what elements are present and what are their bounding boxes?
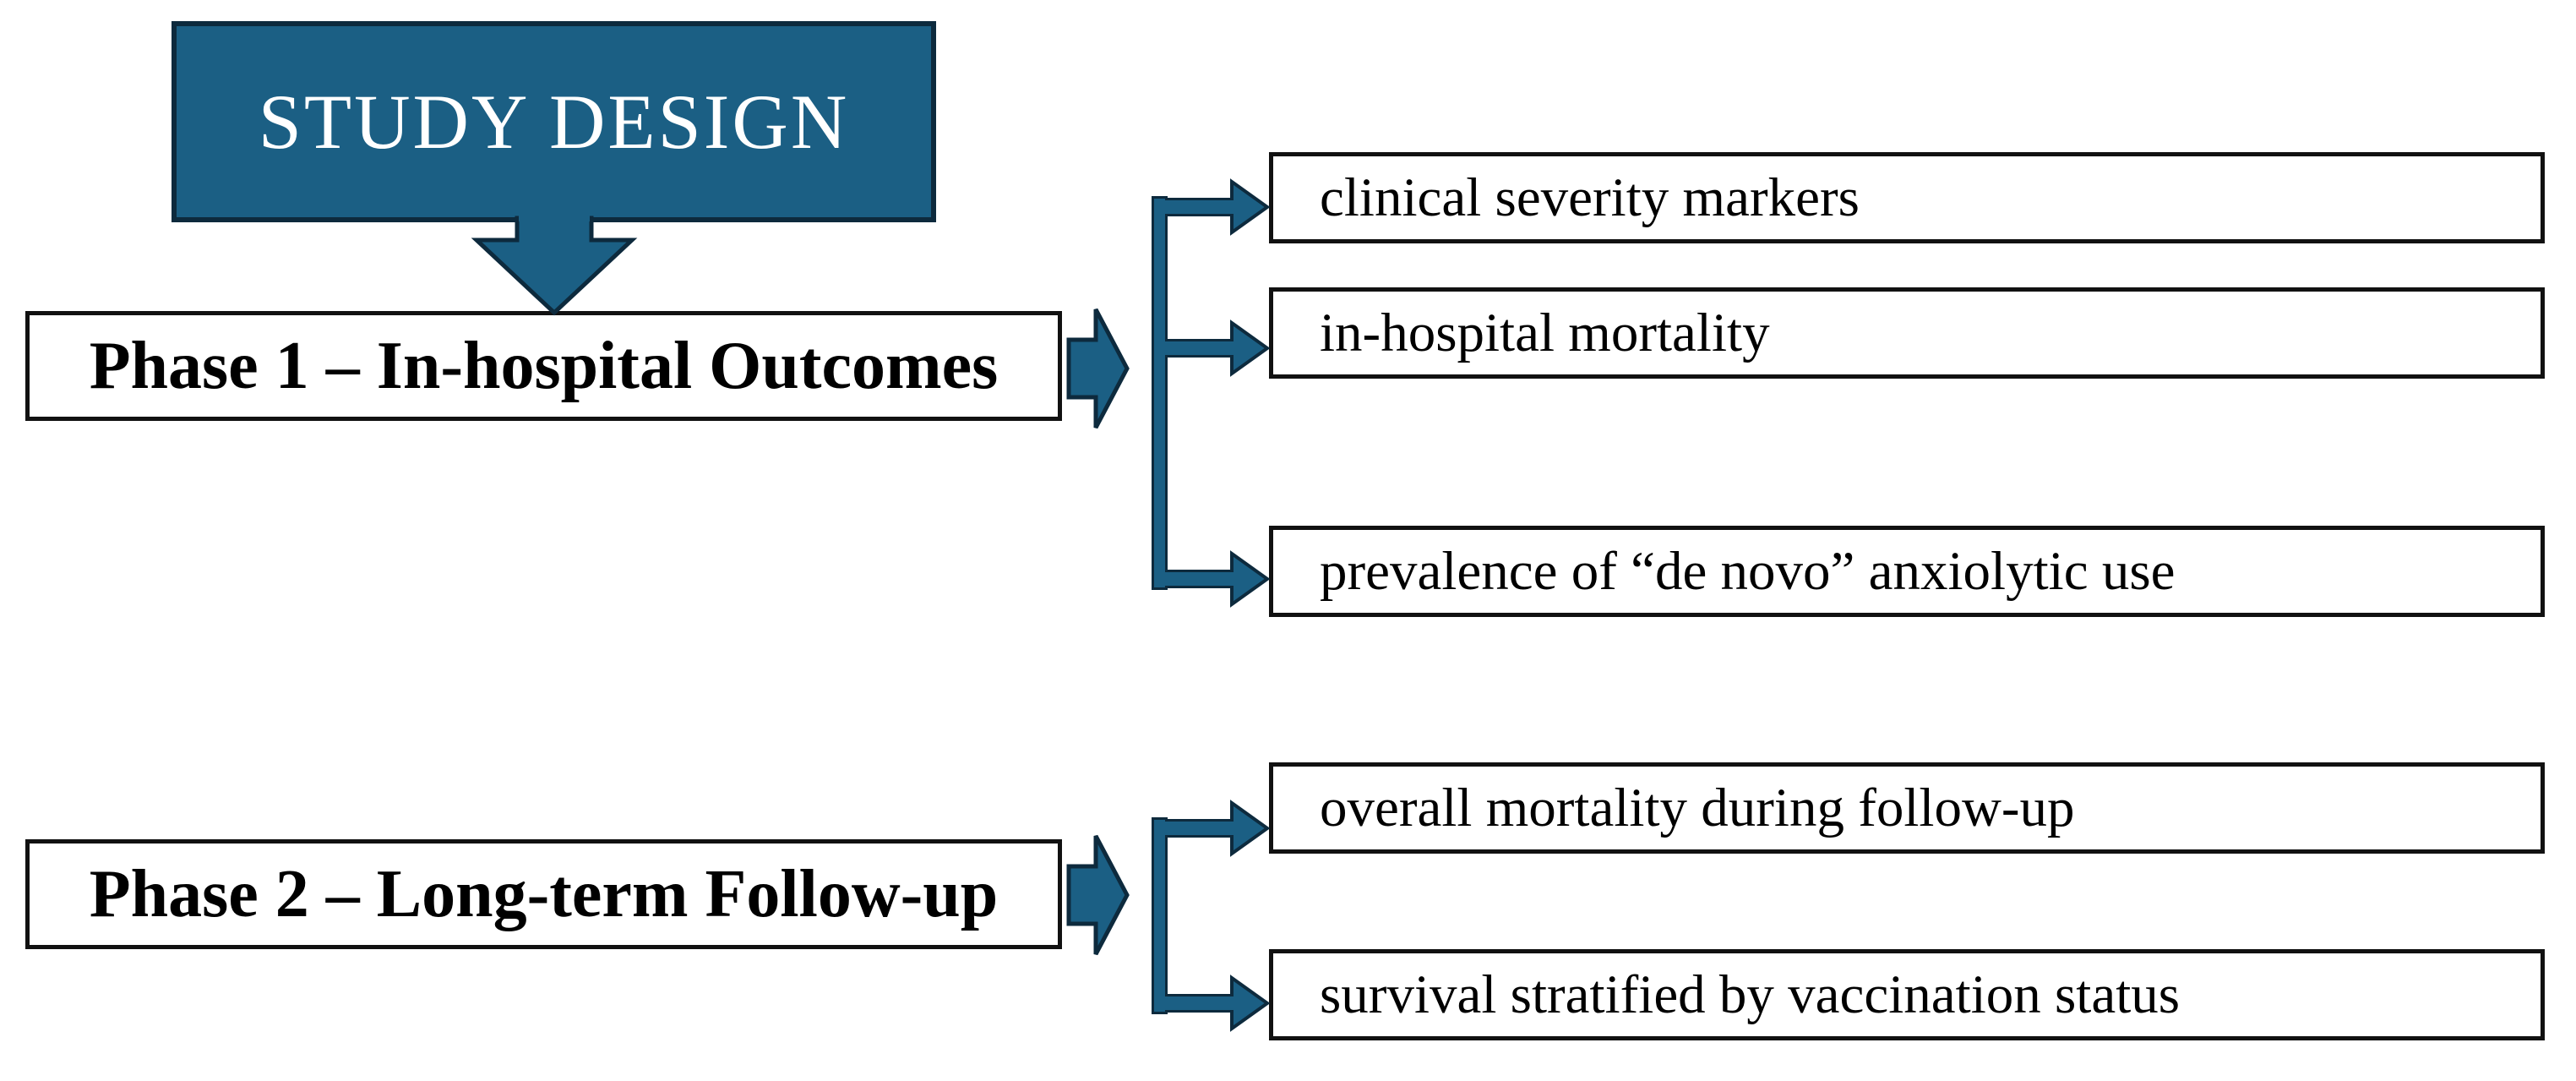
phase-2-branch-arrowheads: [1230, 800, 1271, 1032]
outcome-box-anxiolytic-use: prevalence of “de novo” anxiolytic use: [1269, 526, 2545, 617]
outcome-box-clinical-severity: clinical severity markers: [1269, 152, 2545, 243]
phase-1-label: Phase 1 – In-hospital Outcomes: [89, 328, 999, 403]
arrowhead-icon: [1230, 800, 1271, 857]
outcome-label: overall mortality during follow-up: [1320, 777, 2075, 838]
outcome-label: in-hospital mortality: [1320, 302, 1770, 363]
phase-1-connector-outline: [1152, 196, 1234, 590]
outcome-label: clinical severity markers: [1320, 167, 1860, 228]
arrowhead-icon: [1230, 178, 1271, 236]
outcome-box-inhospital-mortality: in-hospital mortality: [1269, 287, 2545, 379]
outcome-label: survival stratified by vaccination statu…: [1320, 964, 2181, 1025]
outcome-box-overall-mortality: overall mortality during follow-up: [1269, 762, 2545, 854]
phase-1-connector-fill: [1154, 199, 1235, 587]
study-design-title: STUDY DESIGN: [258, 79, 850, 165]
outcome-label: prevalence of “de novo” anxiolytic use: [1320, 540, 2176, 602]
outcome-box-survival-vaccination: survival stratified by vaccination statu…: [1269, 949, 2545, 1040]
phase-2-box: Phase 2 – Long-term Follow-up: [25, 839, 1062, 949]
arrowhead-icon: [1230, 975, 1271, 1032]
phase-1-right-arrow-icon: [1066, 308, 1130, 429]
phase-1-branch-arrowheads: [1230, 178, 1271, 608]
phase-1-box: Phase 1 – In-hospital Outcomes: [25, 311, 1062, 421]
down-arrow-icon: [471, 216, 638, 316]
phase-2-connector-outline: [1152, 817, 1234, 1014]
phase-2-label: Phase 2 – Long-term Follow-up: [89, 856, 999, 931]
arrowhead-icon: [1230, 550, 1271, 608]
phase-2-connector-fill: [1154, 820, 1235, 1012]
phase-2-right-arrow-icon: [1066, 834, 1130, 956]
arrowhead-icon: [1230, 319, 1271, 377]
study-design-callout-box: STUDY DESIGN: [172, 21, 936, 222]
